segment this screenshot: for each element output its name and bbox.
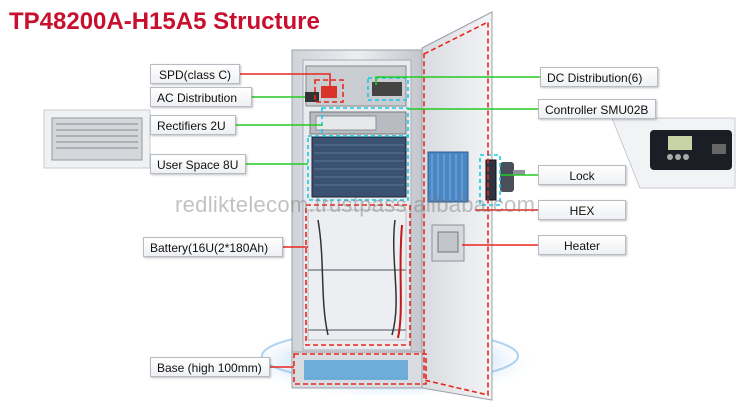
cyan-highlight-boxes: [307, 77, 501, 206]
watermark-text: redliktelecom.trustpass.alibaba.com: [175, 192, 536, 217]
cyan-box-lock: [479, 154, 501, 206]
page-title: TP48200A-H15A5 Structure: [9, 8, 320, 35]
lock-thumbnail: [500, 162, 525, 192]
battery-cable-2: [391, 219, 397, 336]
label-spd: SPD(class C): [150, 64, 240, 84]
controller-thumbnail: [611, 117, 736, 189]
user-space-rack: [311, 136, 407, 198]
user-space-slats: [314, 144, 404, 186]
red-box-spd: [314, 79, 344, 103]
green-connectors: [150, 76, 540, 176]
hex-unit: [427, 151, 469, 203]
label-rectifiers: Rectifiers 2U: [150, 115, 236, 135]
red-connectors: [238, 73, 538, 368]
cyan-box-dc: [367, 77, 409, 101]
label-battery: Battery(16U(2*180Ah): [143, 237, 283, 257]
heater-panel: [437, 231, 459, 253]
red-box-base: [293, 353, 427, 385]
rectifier-units: [315, 115, 377, 131]
label-heater: Heater: [538, 235, 626, 255]
spd-module: [321, 86, 337, 98]
red-box-battery: [305, 204, 411, 346]
red-box-door: [423, 20, 489, 397]
label-lock: Lock: [538, 165, 626, 185]
label-base: Base (high 100mm): [150, 357, 270, 377]
red-highlight-boxes: [293, 20, 489, 397]
dc-breakers: [372, 82, 402, 96]
label-hex: HEX: [538, 200, 626, 220]
line-spd: [238, 73, 331, 86]
lock-handle: [485, 159, 497, 201]
ac-breakers: [305, 92, 319, 102]
base-slot: [304, 360, 408, 380]
label-controller: Controller SMU02B: [538, 99, 656, 119]
label-user-space: User Space 8U: [150, 154, 246, 174]
battery-area: [307, 209, 407, 341]
label-dc-distribution: DC Distribution(6): [540, 67, 658, 87]
cyan-box-user-space: [307, 135, 409, 201]
battery-cable-1: [317, 219, 329, 336]
rectifier-thumbnail: [43, 109, 151, 169]
battery-cable-red: [397, 224, 403, 339]
label-ac-distribution: AC Distribution: [150, 87, 252, 107]
hex-fins: [431, 154, 463, 200]
line-dc: [375, 76, 540, 85]
